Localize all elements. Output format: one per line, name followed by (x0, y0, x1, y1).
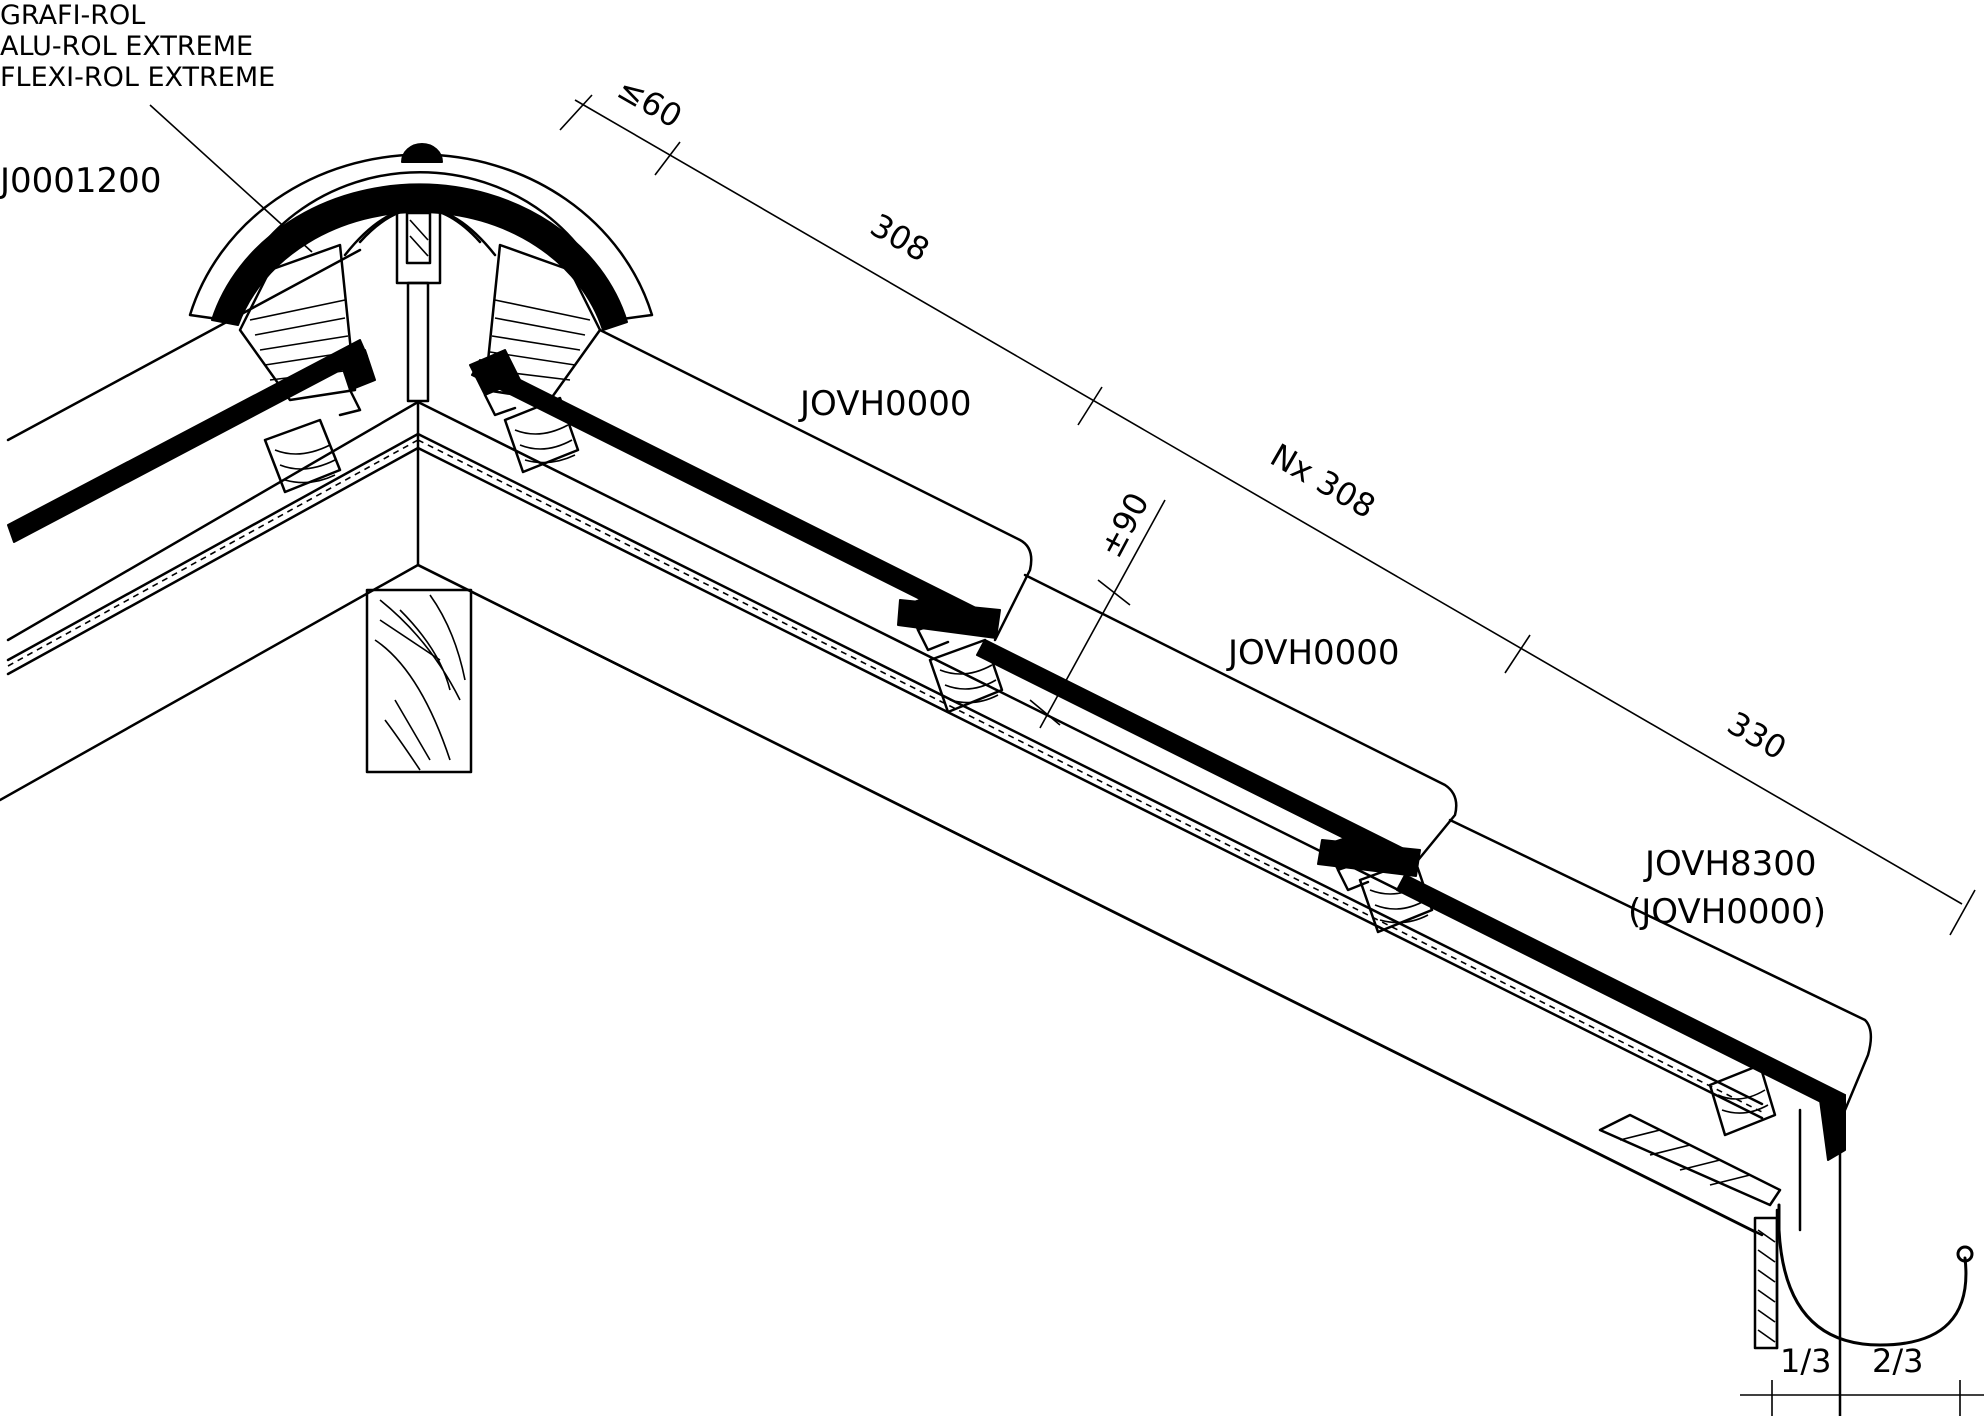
eaves-tile-label: JOVH8300 (1643, 844, 1817, 884)
product-label-grafi-rol: GRAFI-ROL (0, 0, 145, 31)
tile-course (7, 328, 1873, 1161)
leader-lines (149, 104, 313, 253)
dim-gutter-right: 2/3 (1872, 1342, 1924, 1380)
dimension-lines (559, 94, 1984, 1416)
ridge-cap (188, 143, 654, 331)
dim-batten-spacing: Nx 308 (1264, 436, 1382, 526)
dim-overlap: ±90 (1092, 486, 1157, 563)
gutter (1777, 1148, 1974, 1416)
eaves-detail (1598, 1108, 1802, 1350)
tile-label-upper: JOVH0000 (798, 384, 972, 424)
dim-gutter-left: 1/3 (1780, 1342, 1832, 1380)
product-label-alu-rol: ALU-ROL EXTREME (0, 31, 253, 62)
tile-label-middle: JOVH0000 (1226, 633, 1400, 673)
roof-structure (0, 248, 1764, 1237)
dim-ridge-gap: ≤60 (611, 69, 688, 136)
dim-eaves-batten: 330 (1721, 704, 1793, 767)
ridge-batten-holder (395, 201, 442, 403)
battens (263, 396, 1777, 1137)
tile-clips (338, 349, 1370, 892)
ridge-beam (365, 588, 473, 774)
eaves-tile-alt-label: (JOVH0000) (1628, 892, 1826, 932)
ridge-code-label: J0001200 (0, 161, 161, 201)
dim-first-batten: 308 (864, 206, 936, 269)
product-label-flexi-rol: FLEXI-ROL EXTREME (0, 62, 275, 93)
